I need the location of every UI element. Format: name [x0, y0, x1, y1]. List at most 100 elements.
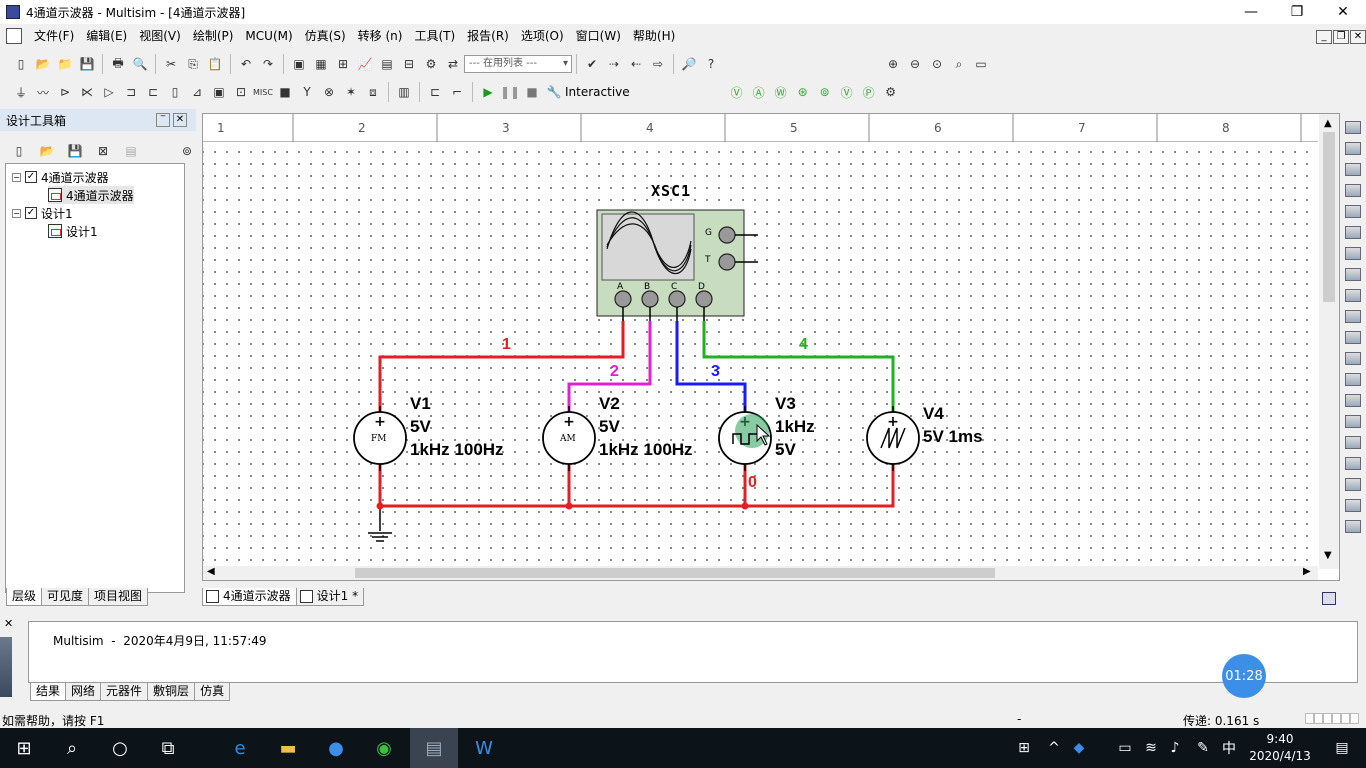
mcu-component-icon[interactable]: ▥ — [398, 85, 410, 99]
run-icon[interactable]: ▶ — [483, 85, 493, 99]
taskbar-clock[interactable]: 9:40 2020/4/13 — [1248, 731, 1312, 765]
ttl-component-icon[interactable]: ⊐ — [125, 85, 137, 99]
menu-edit[interactable]: 编辑(E) — [86, 29, 128, 43]
bus-icon[interactable]: ⌐ — [451, 85, 463, 99]
open-sample-icon[interactable]: 📁 — [57, 57, 73, 71]
task-view-icon[interactable]: ⧉ — [161, 737, 175, 759]
probe-settings-icon[interactable]: Ⓟ — [862, 85, 875, 100]
misc-component-icon[interactable]: MISC — [253, 87, 273, 97]
multisim-taskbar-icon[interactable]: ▤ — [410, 728, 458, 768]
new-icon[interactable]: ▯ — [17, 57, 25, 71]
search-icon[interactable]: ⌕ — [66, 737, 78, 759]
collapse-icon[interactable]: − — [12, 208, 21, 218]
tree-item-design1-root[interactable]: − ✓ 设计1 — [12, 204, 73, 222]
labview-instrument-icon[interactable] — [1345, 499, 1361, 512]
print-preview-icon[interactable]: 🔍 — [132, 57, 148, 71]
network-wifi-icon[interactable]: ≋ — [1145, 740, 1157, 756]
cortana-icon[interactable]: ○ — [112, 737, 128, 759]
source-v3-label[interactable]: V3 1kHz 5V — [775, 392, 815, 461]
zoom-in-icon[interactable]: ⊕ — [887, 57, 899, 71]
full-screen-icon[interactable]: ▭ — [975, 57, 987, 71]
file-explorer-icon[interactable]: ▬ — [279, 737, 297, 759]
distortion-analyzer-icon[interactable] — [1345, 352, 1361, 365]
wattmeter-icon[interactable] — [1345, 163, 1361, 176]
vertical-scrollbar[interactable]: ▲ ▼ — [1319, 114, 1339, 569]
sheet-properties-icon[interactable] — [1322, 592, 1336, 605]
battery-icon[interactable]: ▭ — [1118, 740, 1132, 756]
mdi-minimize-button[interactable]: _ — [1316, 30, 1332, 44]
toolbox-close-button[interactable]: ✕ — [173, 113, 187, 127]
current-probe-icon[interactable] — [1345, 520, 1361, 533]
ni-component-icon[interactable]: ✶ — [345, 85, 357, 99]
probe-power-icon[interactable]: Ⓦ — [774, 85, 787, 100]
toolbox-autohide-button[interactable]: ‾ — [156, 113, 170, 127]
tree-item-design-root[interactable]: − ✓ 4通道示波器 — [12, 168, 109, 186]
wechat-icon[interactable]: ◉ — [376, 737, 392, 759]
tab-nets[interactable]: 网络 — [65, 683, 102, 701]
keyboard-layout-icon[interactable]: ⊞ — [1018, 740, 1030, 756]
transfer-ultiboard-icon[interactable]: ⇢ — [608, 57, 620, 71]
scroll-left-icon[interactable]: ◀ — [207, 566, 215, 577]
close-button[interactable]: ✕ — [1337, 4, 1349, 20]
logic-analyzer-icon[interactable] — [1345, 310, 1361, 323]
zoom-area-icon[interactable]: ⊙ — [931, 57, 943, 71]
transistor-component-icon[interactable]: ⋉ — [81, 85, 93, 99]
restore-button[interactable]: ❐ — [1290, 4, 1304, 20]
menu-tools[interactable]: 工具(T) — [414, 29, 456, 43]
security-tray-icon[interactable]: ◆ — [1073, 740, 1085, 756]
help-icon[interactable]: ? — [707, 57, 715, 71]
checkbox-icon[interactable]: ✓ — [25, 207, 37, 219]
open-design-icon[interactable]: 📂 — [39, 144, 55, 158]
database-manager-icon[interactable]: ▤ — [381, 57, 393, 71]
edge-browser-icon[interactable]: e — [234, 737, 246, 759]
find-examples-icon[interactable]: 🔎 — [681, 57, 697, 71]
tab-results[interactable]: 结果 — [30, 683, 67, 701]
tab-components[interactable]: 元器件 — [100, 683, 149, 701]
save-design-icon[interactable]: 💾 — [67, 144, 83, 158]
undo-icon[interactable]: ↶ — [240, 57, 252, 71]
source-v1-label[interactable]: V1 5V 1kHz 100Hz — [410, 392, 504, 461]
replace-icon[interactable]: ⇄ — [447, 57, 459, 71]
source-v4-label[interactable]: V4 5V 1ms — [923, 402, 983, 448]
electromechanical-icon[interactable]: ⊗ — [323, 85, 335, 99]
recording-timer[interactable]: 01:28 — [1222, 654, 1266, 698]
component-wizard-icon[interactable]: ⚙ — [425, 57, 437, 71]
network-analyzer-icon[interactable] — [1345, 394, 1361, 407]
horizontal-scrollbar[interactable]: ◀ ▶ — [203, 566, 1318, 580]
copy-icon[interactable]: ⎘ — [188, 56, 198, 71]
tray-expand-icon[interactable]: ^ — [1048, 740, 1060, 756]
zoom-sheet-icon[interactable]: ⌕ — [955, 56, 963, 71]
forward-annotate-icon[interactable]: ⇨ — [652, 57, 664, 71]
doc-tab-4ch-scope[interactable]: 4通道示波器 — [202, 588, 297, 606]
tab-project-view[interactable]: 项目视图 — [88, 588, 149, 606]
output-close-icon[interactable]: ✕ — [4, 617, 14, 630]
project-settings-icon[interactable]: ⊚ — [181, 144, 193, 158]
collapse-icon[interactable]: − — [12, 172, 21, 182]
hierarchical-block-icon[interactable]: ⊟ — [403, 57, 415, 71]
wps-icon[interactable]: W — [475, 737, 493, 759]
connector-icon[interactable]: ⧈ — [369, 84, 377, 99]
checkbox-icon[interactable]: ✓ — [25, 171, 37, 183]
cmos-component-icon[interactable]: ⊏ — [147, 85, 159, 99]
hier-block-icon[interactable]: ⊏ — [429, 85, 441, 99]
tektronix-oscilloscope-icon[interactable] — [1345, 478, 1361, 491]
bode-plotter-icon[interactable] — [1345, 226, 1361, 239]
stop-icon[interactable]: ■ — [526, 85, 538, 99]
probe-current-icon[interactable]: Ⓐ — [752, 85, 765, 100]
probe-gear-icon[interactable]: ⚙ — [885, 85, 897, 99]
probe-differential-icon[interactable]: ⊛ — [797, 85, 808, 99]
volume-icon[interactable]: ♪ — [1170, 740, 1180, 756]
tab-visibility[interactable]: 可见度 — [41, 588, 90, 606]
tree-item-design-sheet[interactable]: 4通道示波器 — [48, 186, 134, 204]
menu-file[interactable]: 文件(F) — [34, 29, 75, 43]
menu-simulate[interactable]: 仿真(S) — [304, 29, 346, 43]
menu-view[interactable]: 视图(V) — [139, 29, 181, 43]
menu-transfer[interactable]: 转移 (n) — [357, 29, 403, 43]
print-icon[interactable]: 🖶 — [112, 55, 124, 70]
function-generator-icon[interactable] — [1345, 142, 1361, 155]
backannotate-icon[interactable]: ⇠ — [630, 57, 642, 71]
scroll-up-icon[interactable]: ▲ — [1324, 118, 1332, 129]
misc-digital-icon[interactable]: ▯ — [171, 85, 179, 99]
ime-indicator[interactable]: 中 — [1222, 741, 1236, 757]
spectrum-analyzer-icon[interactable] — [1345, 373, 1361, 386]
